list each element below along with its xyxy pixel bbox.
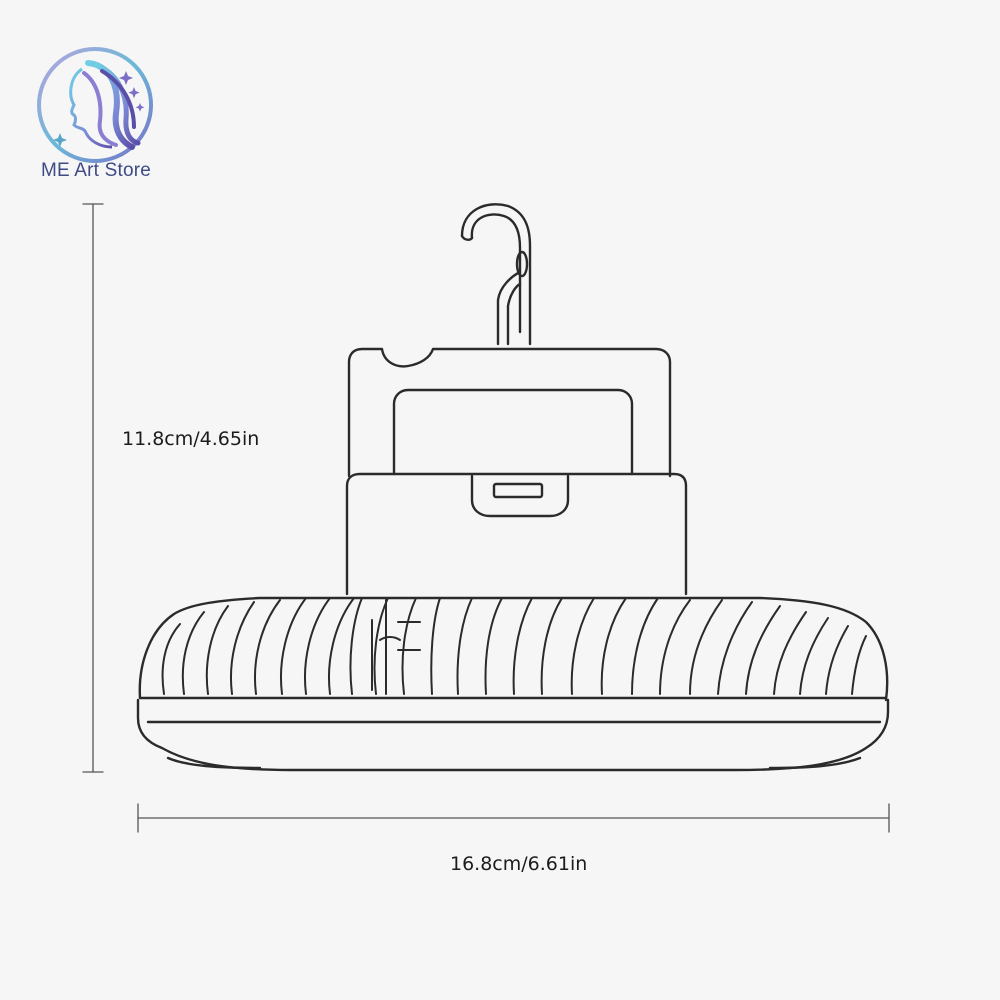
lamp-fin-base [136, 596, 890, 772]
lamp-fins [161, 597, 867, 695]
brand-name: ME Art Store [40, 160, 152, 181]
lamp-handle [347, 347, 672, 478]
fan-blades [371, 619, 421, 691]
lamp-housing [345, 472, 688, 596]
width-dimension-label: 16.8cm/6.61in [450, 853, 588, 875]
hanging-hook [460, 203, 532, 346]
brand-logo [37, 47, 153, 163]
height-dimension-label: 11.8cm/4.65in [122, 428, 260, 450]
width-dimension-line [137, 803, 890, 833]
height-dimension-line [82, 203, 104, 773]
